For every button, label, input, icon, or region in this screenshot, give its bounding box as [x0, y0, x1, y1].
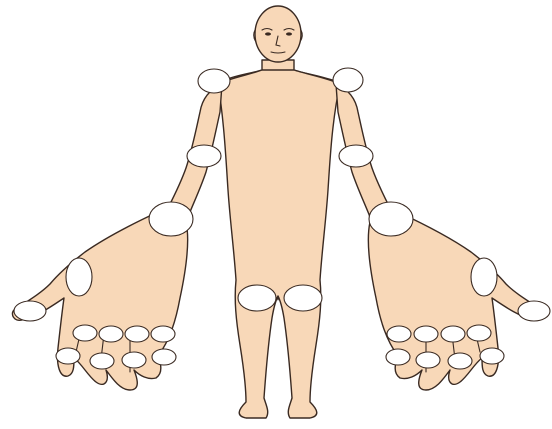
joint-thumb-left	[66, 258, 92, 296]
joint-pip-left-ring	[122, 352, 146, 368]
joint-mcp-right-little	[387, 326, 411, 342]
joint-mcp-left-ring	[125, 326, 149, 342]
joint-wrist-right	[369, 202, 413, 236]
head	[254, 6, 303, 62]
left-eye	[265, 32, 271, 35]
joint-pip-right-index	[480, 348, 504, 364]
joint-mcp-right-middle	[441, 326, 465, 342]
trunk	[218, 70, 340, 418]
joint-mcp-left-index	[73, 325, 97, 341]
joint-elbow-left	[187, 145, 221, 167]
joint-pip-right-ring	[416, 352, 440, 368]
joint-shoulder-left	[198, 69, 230, 93]
joint-thumb-tip-right	[518, 301, 550, 321]
joint-wrist-left	[149, 202, 193, 236]
joint-thumb-tip-left	[14, 301, 46, 321]
right-eye	[286, 32, 292, 35]
joint-thumb-right	[471, 258, 497, 296]
joint-elbow-right	[339, 145, 373, 167]
joint-mcp-left-little	[151, 326, 175, 342]
joint-pip-left-little	[152, 349, 176, 365]
joint-pip-right-little	[386, 349, 410, 365]
joint-shoulder-right	[333, 68, 363, 92]
joint-knee-right	[284, 285, 322, 311]
joint-mcp-left-middle	[99, 326, 123, 342]
joint-pip-right-middle	[448, 353, 472, 369]
joint-mcp-right-index	[467, 325, 491, 341]
head-shape	[255, 6, 301, 62]
joint-mcp-right-ring	[414, 326, 438, 342]
joint-knee-left	[238, 285, 276, 311]
joint-pip-left-index	[56, 348, 80, 364]
joint-pip-left-middle	[90, 353, 114, 369]
